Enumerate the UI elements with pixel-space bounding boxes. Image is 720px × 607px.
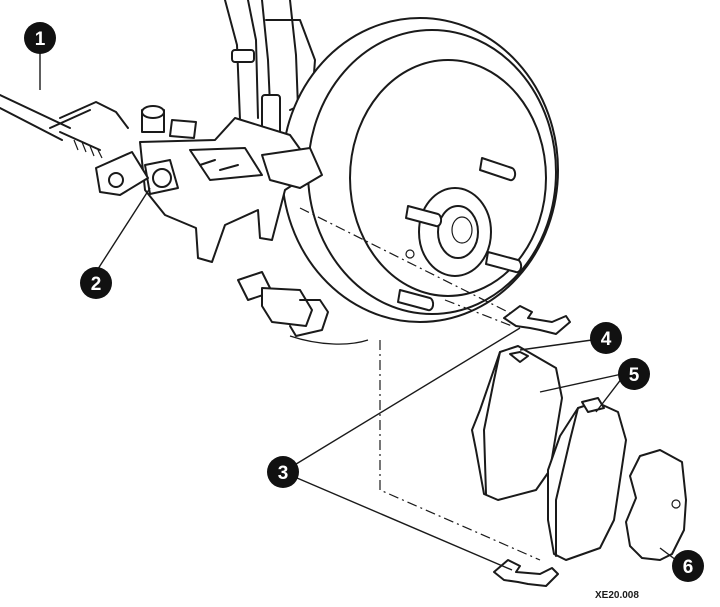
callout-4: 4 (590, 322, 622, 354)
svg-text:5: 5 (629, 365, 640, 386)
callout-5: 5 (618, 358, 650, 390)
callout-2: 2 (80, 267, 112, 299)
svg-text:4: 4 (601, 329, 612, 350)
callout-1: 1 (24, 22, 56, 54)
reference-code: XE20.008 (595, 590, 639, 601)
callout-6: 6 (672, 550, 704, 582)
anti-rattle-clip-upper (503, 305, 571, 335)
svg-text:6: 6 (683, 557, 694, 578)
anti-rattle-clip-lower (493, 559, 559, 587)
svg-text:3: 3 (278, 463, 289, 484)
assembly-guide-lines (299, 207, 541, 561)
svg-text:1: 1 (35, 29, 46, 50)
brake-caliper (49, 101, 323, 263)
brake-cable (0, 94, 103, 159)
brake-rotor (281, 17, 559, 323)
leader-lines (39, 48, 677, 571)
svg-text:2: 2 (91, 274, 102, 295)
callout-3: 3 (267, 456, 299, 488)
brake-pad-shim (625, 449, 687, 561)
brake-pad-outer (471, 345, 563, 501)
wear-sensor (237, 271, 369, 345)
brake-pad-inner (547, 397, 627, 561)
